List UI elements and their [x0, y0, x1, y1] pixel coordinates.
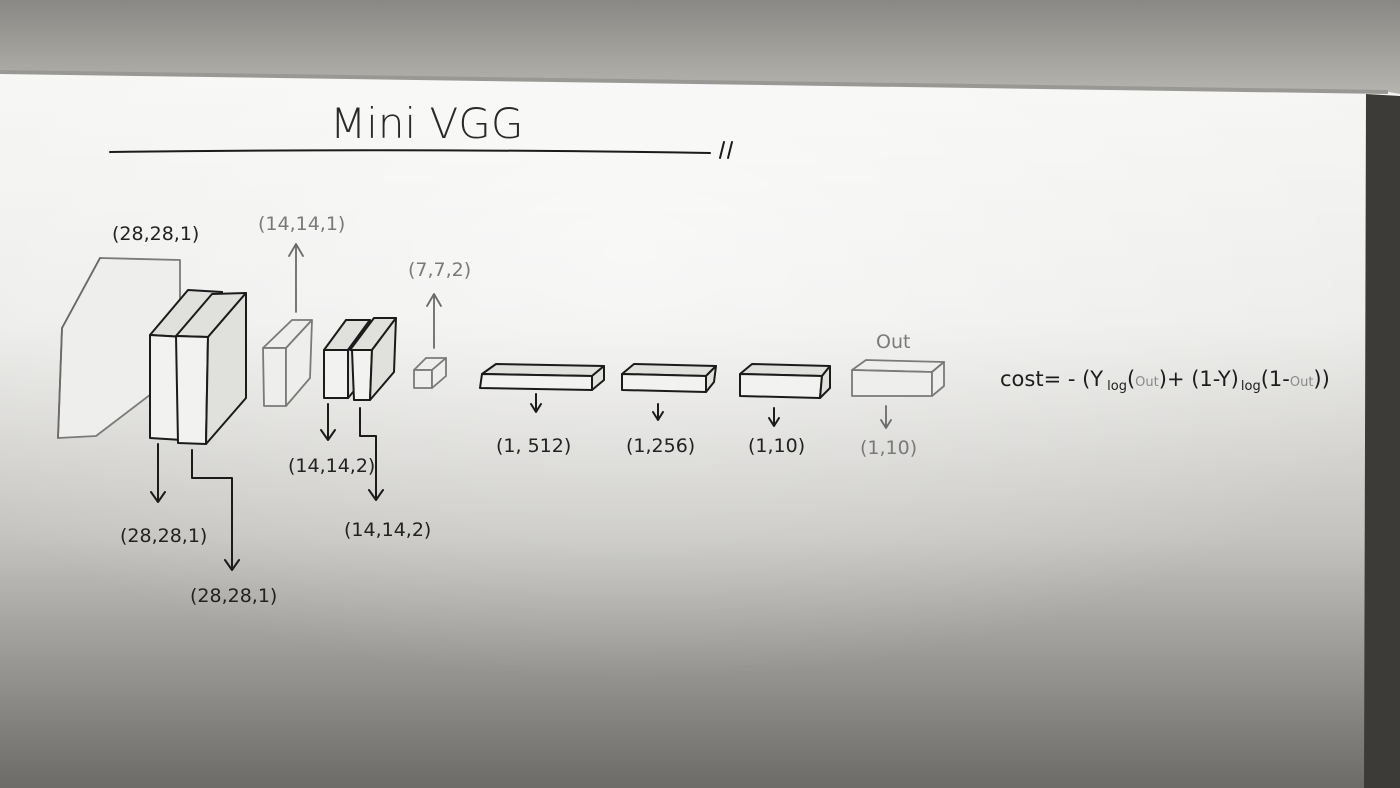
conv1-out-b-label: (28,28,1) [190, 585, 277, 607]
diagram-title: Mini VGG [330, 99, 523, 148]
conv2-out-b-label: (14,14,2) [344, 519, 431, 541]
cost-prefix: cost= - ( [1000, 367, 1090, 391]
pool1-shape-label: (14,14,1) [258, 213, 345, 235]
cost-log-1: log [1107, 379, 1127, 394]
dense3-arrow [768, 407, 780, 427]
pool2-arrow [426, 293, 442, 349]
cost-mid: + (1-Y) [1167, 367, 1239, 391]
output-block [851, 359, 945, 397]
dense1-arrow [530, 393, 542, 413]
cost-log-2: log [1241, 379, 1261, 394]
out-label: Out [876, 331, 910, 353]
output-arrow [880, 405, 892, 429]
dense1-block [479, 363, 605, 391]
title-underline-mark [719, 141, 733, 159]
cost-out-2: Out [1290, 375, 1314, 390]
dense3-block [739, 363, 831, 399]
board-frame [0, 70, 1389, 94]
title-underline [109, 149, 711, 154]
conv1-out-a-label: (28,28,1) [120, 525, 207, 547]
conv1-arrow-a [150, 443, 166, 503]
conv2-block [323, 317, 397, 401]
dense1-shape-label: (1, 512) [496, 435, 571, 457]
cost-out-1: Out [1135, 375, 1159, 390]
cost-y: Y [1089, 367, 1103, 391]
dense2-arrow [652, 403, 664, 421]
conv1-block [149, 289, 247, 445]
conv1-arrow-b [191, 449, 240, 571]
pool2-shape-label: (7,7,2) [408, 259, 471, 281]
dense3-shape-label: (1,10) [748, 435, 805, 457]
pool2-volume [413, 357, 447, 389]
dense2-block [621, 363, 717, 393]
cost-open-2: (1- [1261, 367, 1290, 391]
board-edge [1364, 94, 1400, 788]
out-shape-label: (1,10) [860, 437, 917, 459]
conv2-out-a-label: (14,14,2) [288, 455, 375, 477]
dense2-shape-label: (1,256) [626, 435, 695, 457]
conv2-arrow-b [359, 407, 384, 501]
pool1-arrow [288, 243, 304, 313]
input-shape-label: (28,28,1) [112, 223, 199, 245]
conv2-arrow-a [320, 403, 336, 441]
pool1-volume [262, 319, 313, 407]
cost-close: )) [1313, 367, 1329, 391]
